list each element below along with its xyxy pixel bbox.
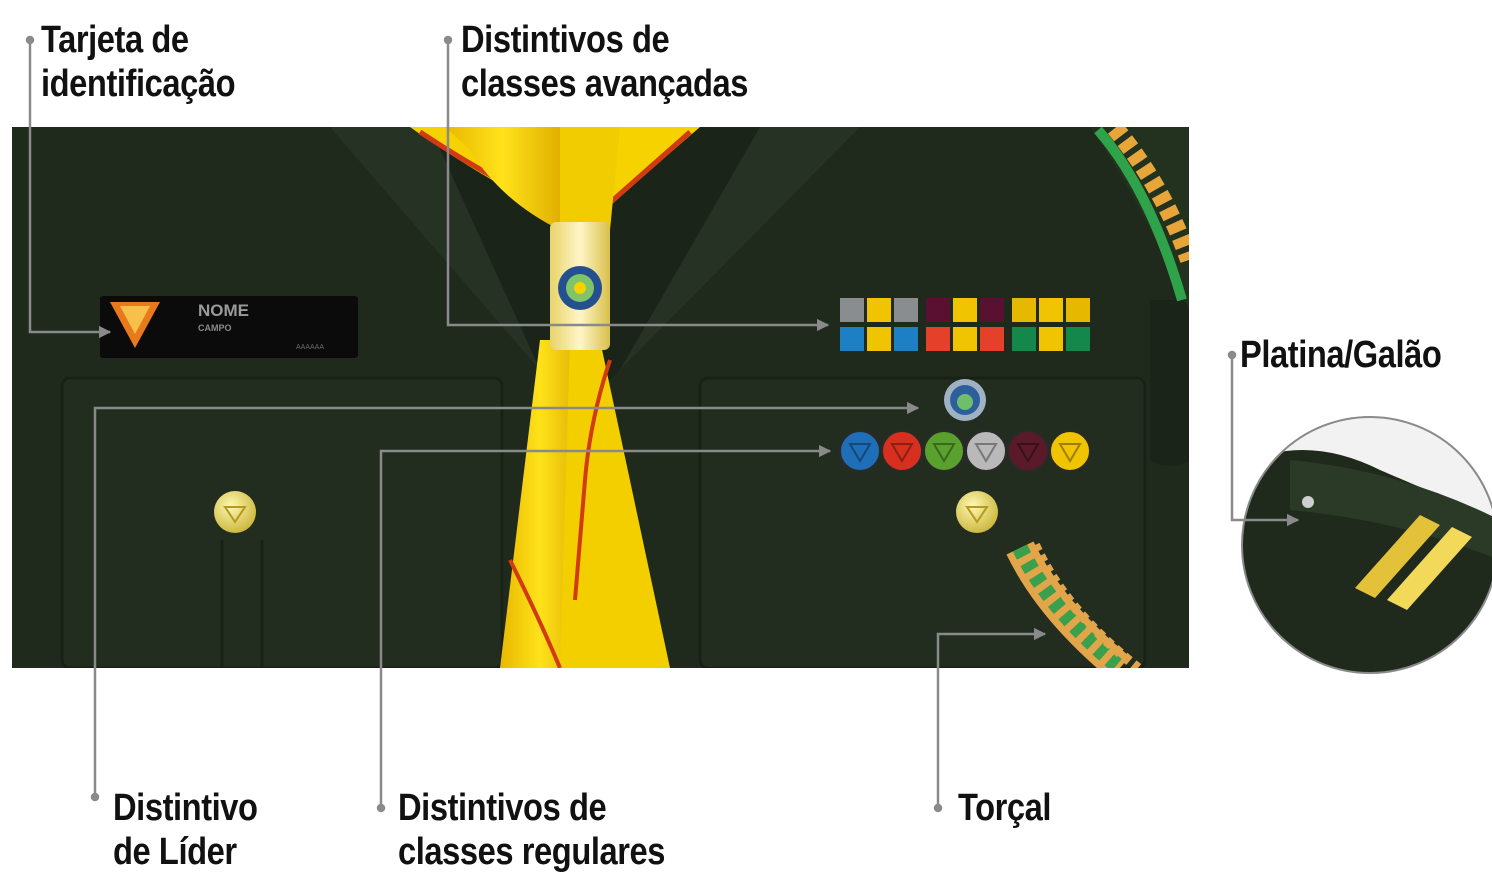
advanced-class-badge [1012, 298, 1036, 322]
epaulette-stripe-1 [1355, 515, 1440, 598]
name-tag-field: CAMPO [198, 323, 232, 333]
advanced-class-badge [894, 298, 918, 322]
label-advanced-class-badges: Distintivos de classes avançadas [461, 19, 749, 105]
label-cord: Torçal [958, 787, 1052, 829]
advanced-class-badge [1012, 327, 1036, 351]
leader-line-epaulette [1230, 355, 1300, 527]
leader-line-name-tag [28, 40, 112, 339]
advanced-class-badge [1066, 298, 1090, 322]
leader-badge [944, 379, 986, 421]
advanced-class-badge [926, 298, 950, 322]
regular-class-badge [1007, 430, 1049, 472]
advanced-class-badge [867, 327, 891, 351]
advanced-class-badge [980, 327, 1004, 351]
pocket-pin-left [214, 491, 256, 533]
regular-class-badges [839, 430, 1091, 472]
pocket-pin-right [956, 491, 998, 533]
leader-lines [25, 35, 1300, 813]
advanced-class-badge [1039, 298, 1063, 322]
advanced-class-badge [980, 298, 1004, 322]
leader-line-cord [936, 627, 1047, 808]
label-leader-badge: Distintivo de Líder [113, 787, 258, 873]
advanced-class-badges [840, 298, 1090, 351]
advanced-class-badge [926, 327, 950, 351]
advanced-class-badge [953, 327, 977, 351]
regular-class-badge [1049, 430, 1091, 472]
label-regular-class-badges: Distintivos de classes regulares [398, 787, 666, 873]
name-tag-name: NOME [198, 301, 249, 320]
name-tag: NOME CAMPO AAAAAA [100, 296, 358, 358]
uniform-panel: NOME CAMPO AAAAAA [12, 127, 1189, 668]
regular-class-badge [965, 430, 1007, 472]
leader-line-regular [379, 444, 832, 808]
advanced-class-badge [1066, 327, 1090, 351]
name-tag-small: AAAAAA [296, 344, 324, 351]
cord [1006, 541, 1142, 668]
leader-line-advanced [446, 40, 830, 332]
scarf-tail-left [500, 340, 580, 668]
advanced-class-badge [1039, 327, 1063, 351]
advanced-class-badge [953, 298, 977, 322]
advanced-class-badge [867, 298, 891, 322]
leader-line-leader-badge [93, 401, 920, 797]
advanced-class-badge [894, 327, 918, 351]
regular-class-badge [881, 430, 923, 472]
advanced-class-badge [840, 298, 864, 322]
regular-class-badge [923, 430, 965, 472]
scarf-collar-right [600, 127, 700, 215]
scarf-tail-right [560, 340, 670, 668]
label-epaulette: Platina/Galão [1240, 334, 1442, 376]
regular-class-badge [839, 430, 881, 472]
label-name-tag: Tarjeta de identificação [41, 19, 236, 105]
advanced-class-badge [840, 327, 864, 351]
epaulette-closeup [1241, 416, 1492, 674]
epaulette-stripe-2 [1387, 527, 1472, 610]
